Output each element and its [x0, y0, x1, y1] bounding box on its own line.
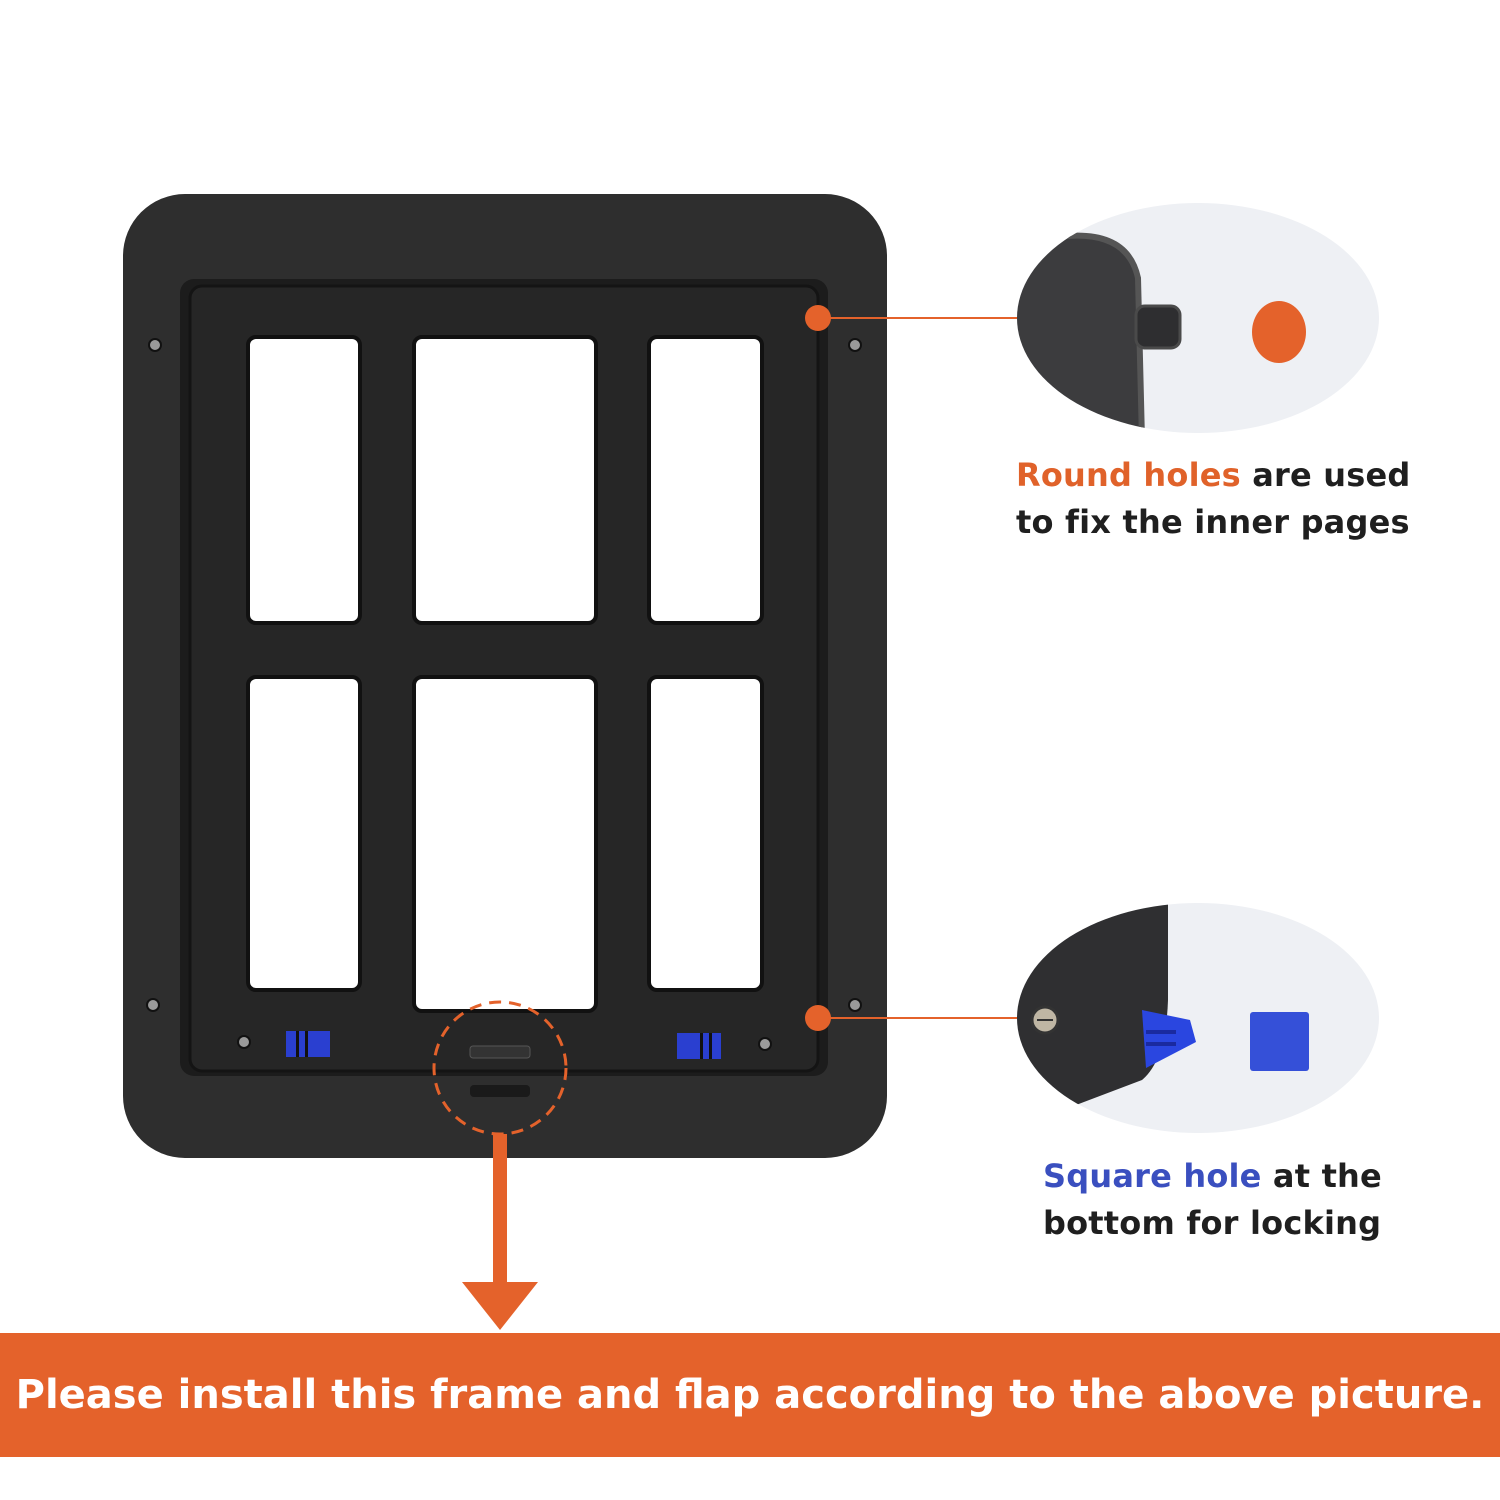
square-hole-caption: Square hole at the bottom for locking	[1043, 1153, 1463, 1247]
banner-text: Please install this frame and flap accor…	[15, 1372, 1485, 1418]
square-hole-marker	[1250, 1012, 1309, 1071]
flap-openings	[246, 335, 764, 1013]
zoom-callout-round-hole	[1017, 203, 1379, 433]
square-hole-highlight: Square hole	[1043, 1157, 1262, 1195]
callout-connectors	[805, 305, 1018, 1031]
bottom-label-plate	[469, 1045, 531, 1059]
round-holes-caption: Round holes are used to fix the inner pa…	[1016, 452, 1436, 546]
round-holes-line2: to fix the inner pages	[1016, 503, 1410, 541]
down-arrow-icon	[462, 1134, 538, 1330]
square-hole-line1: at the	[1261, 1157, 1382, 1195]
round-hole-marker	[1252, 301, 1306, 363]
round-holes-line1: are used	[1240, 456, 1411, 494]
round-holes-highlight: Round holes	[1016, 456, 1241, 494]
lock-clip-icon	[286, 1031, 721, 1059]
instruction-banner: Please install this frame and flap accor…	[0, 1333, 1500, 1457]
zoom-callout-square-hole	[1017, 903, 1379, 1133]
bottom-slot	[470, 1085, 530, 1097]
screw-icon	[146, 338, 862, 1051]
square-hole-line2: bottom for locking	[1043, 1204, 1382, 1242]
